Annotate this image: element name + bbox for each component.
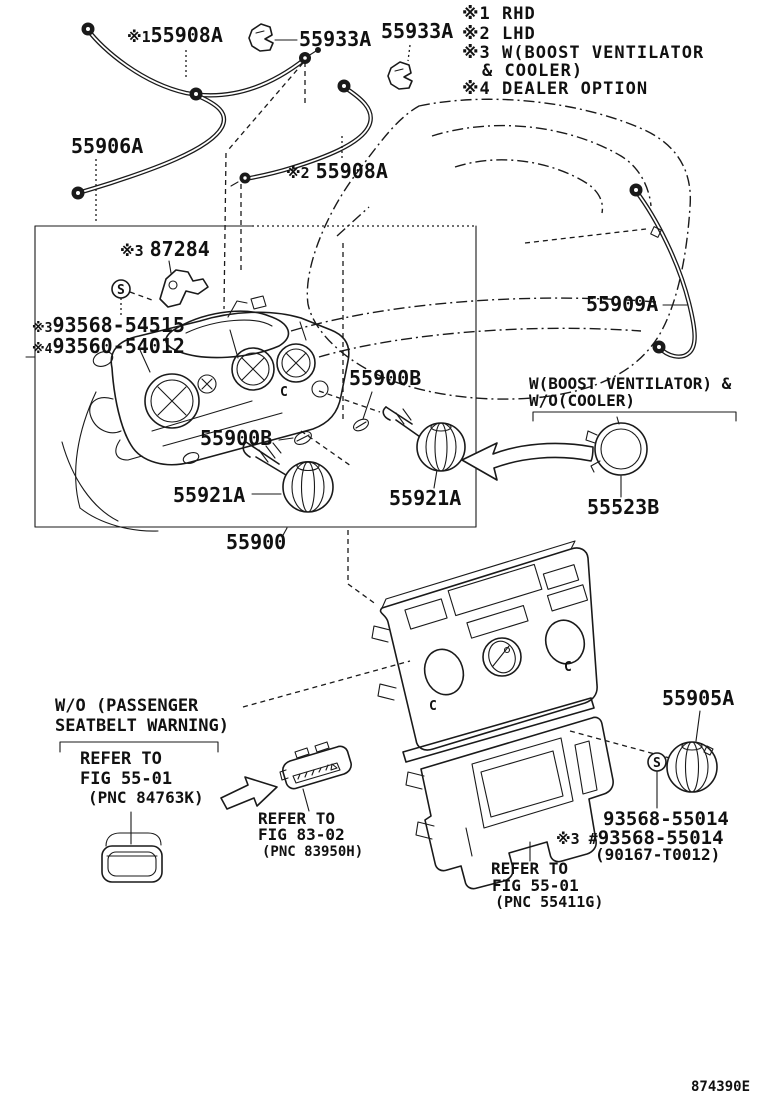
- knob-55921a-left-drawing: [242, 441, 334, 513]
- console-lower-drawing: [402, 697, 614, 890]
- console-leader-lines: [242, 530, 689, 764]
- position-marker-c-left: C: [429, 699, 437, 714]
- routing-leader-lines: [223, 62, 344, 420]
- part-label-55921a-left: 55921A: [173, 483, 246, 507]
- part-label-93568-55014-2: ※3 #93568-55014: [556, 827, 724, 849]
- bracket-87284-drawing: [120, 260, 209, 316]
- boost-note-bracket: [532, 411, 737, 422]
- reference-3-line3: (PNC 55411G): [495, 893, 604, 911]
- part-label-93560-54012: ※493560-54012: [32, 334, 185, 358]
- legend-item-4: ※4 DEALER OPTION: [462, 79, 649, 99]
- reference-2-line2: FIG 83-02: [258, 825, 345, 844]
- note-boost-line1: W(BOOST VENTILATOR) &: [529, 374, 732, 393]
- reference-3-line1: REFER TO: [491, 859, 569, 878]
- svg-text:S: S: [653, 756, 661, 771]
- dashboard-silhouette-drawing: [61, 98, 692, 532]
- heater-control-unit-drawing: C: [89, 295, 350, 466]
- legend-item-2: ※2 LHD: [462, 24, 536, 44]
- screw-symbol-lower: S: [647, 752, 667, 809]
- cable-55908a-mid-drawing: [230, 79, 373, 187]
- part-label-55900b-1: 55900B: [349, 366, 422, 390]
- grommet-55900b-drawings: [278, 390, 381, 467]
- cable-55909a-drawing: [524, 183, 697, 359]
- part-label-55900: 55900: [226, 530, 287, 554]
- part-label-55933a-1: 55933A: [299, 27, 372, 51]
- note-seatbelt-line2: SEATBELT WARNING): [55, 716, 229, 736]
- knob-55905a-drawing: [666, 710, 718, 793]
- curved-arrow-icon: [461, 442, 594, 481]
- part-label-55900b-2: 55900B: [200, 426, 273, 450]
- reference-2-line3: (PNC 83950H): [262, 844, 364, 860]
- hazard-switch-drawing: [279, 741, 352, 812]
- note-boost-line2: W/O(COOLER): [529, 391, 635, 410]
- part-label-55905a: 55905A: [662, 686, 735, 710]
- reference-1-line3: (PNC 84763K): [88, 788, 204, 807]
- part-label-55921a-right: 55921A: [389, 486, 462, 510]
- part-label-93568-54515: ※393568-54515: [32, 313, 185, 337]
- legend-item-1: ※1 RHD: [462, 4, 536, 24]
- seatbelt-note-bracket: [59, 741, 219, 753]
- cable-55908a-top-drawing: [81, 22, 321, 98]
- part-label-55909a: 55909A: [586, 292, 659, 316]
- screw-symbol-upper: S: [111, 279, 131, 299]
- cable-55906a-drawing: [71, 87, 227, 224]
- part-label-55906a: 55906A: [71, 134, 144, 158]
- reference-1-line2: FIG 55-01: [80, 769, 173, 789]
- blank-switch-drawing: [101, 811, 163, 883]
- legend-item-3-line2: & COOLER): [482, 61, 584, 81]
- svg-text:S: S: [117, 283, 125, 298]
- reference-1-line1: REFER TO: [80, 749, 162, 769]
- figure-code: 874390E: [691, 1079, 751, 1095]
- reference-3-line2: FIG 55-01: [492, 876, 579, 895]
- note-seatbelt-line1: W/O (PASSENGER: [55, 696, 199, 716]
- clip-55933a-1-drawing: [248, 23, 298, 52]
- reference-2-line1: REFER TO: [258, 809, 336, 828]
- console-panel-drawing: C C: [371, 540, 598, 751]
- legend-item-3-line1: ※3 W(BOOST VENTILATOR: [462, 43, 705, 63]
- knob-55523b-drawing: [585, 416, 648, 498]
- knob-55921a-right-drawing: [382, 406, 466, 489]
- part-label-55908a-top: ※155908A: [127, 23, 223, 47]
- part-label-90167-t0012: (90167-T0012): [595, 845, 721, 864]
- assembly-group-box: [25, 225, 477, 538]
- clip-55933a-2-drawing: [387, 44, 413, 90]
- part-label-55933a-2: 55933A: [381, 19, 454, 43]
- part-label-55523b: 55523B: [587, 495, 660, 519]
- position-marker-c-right: C: [564, 660, 572, 675]
- position-marker-c-unit: C: [280, 385, 288, 400]
- arrow-icon: [220, 776, 278, 810]
- part-label-93568-55014-1: 93568-55014: [603, 808, 729, 830]
